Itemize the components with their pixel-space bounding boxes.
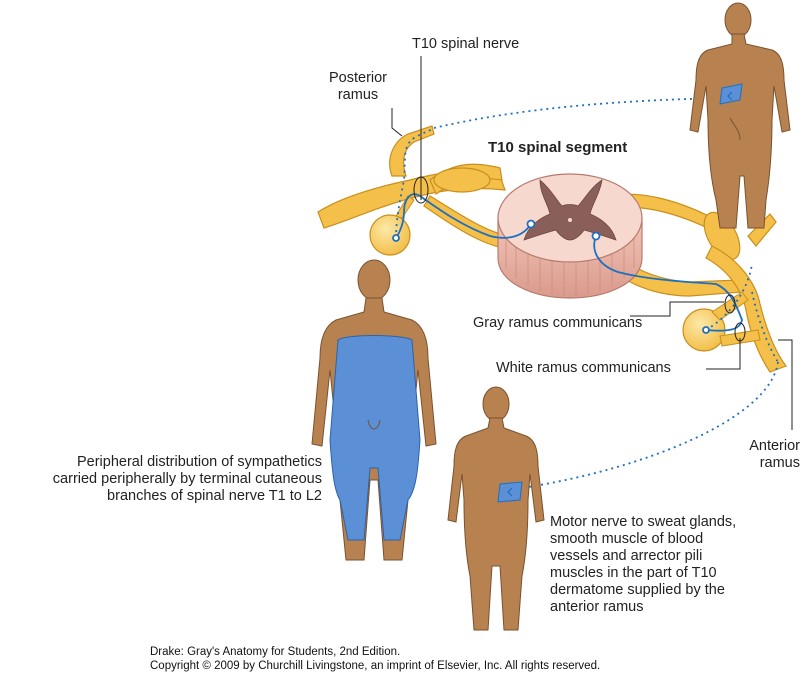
back-patch-fiber — [727, 91, 733, 101]
anterior-ramus-leader — [778, 339, 793, 430]
label-peripheral-line1: Peripheral distribution of sympathetics — [76, 454, 322, 470]
left-preganglionic-fiber — [395, 193, 532, 239]
back-dermatome-patch — [719, 83, 743, 105]
anterior-dermatome-patch — [497, 481, 523, 503]
label-motor-line3: vessels and arrector pili — [550, 548, 703, 564]
label-t10-spinal-segment: T10 spinal segment — [488, 139, 628, 156]
credit-line-2: Copyright © 2009 by Churchill Livingston… — [150, 660, 601, 672]
label-motor-nerve: Motor nerve to sweat glands, smooth musc… — [550, 514, 736, 616]
t10-nerve-ring — [413, 176, 429, 204]
left-sympathetic-ganglion — [369, 214, 411, 256]
label-anterior-ramus-line2: ramus — [759, 455, 800, 471]
label-motor-line2: smooth muscle of blood — [550, 531, 704, 547]
figure-back-view — [689, 2, 791, 229]
right-preganglionic-fiber — [593, 235, 743, 332]
label-peripheral-line3: branches of spinal nerve T1 to L2 — [107, 488, 322, 504]
left-dorsal-root-ganglion — [433, 167, 491, 193]
label-gray-ramus-communicans: Gray ramus communicans — [473, 315, 643, 331]
left-cell-body — [526, 219, 536, 229]
label-peripheral-line2: carried peripherally by terminal cutaneo… — [52, 471, 322, 487]
figure-front-distribution — [311, 259, 437, 561]
posterior-ramus-leader — [391, 108, 403, 137]
spinal-cord-segment — [497, 173, 643, 299]
anterior-dermatome-path — [521, 361, 779, 489]
gray-ramus-ring — [724, 294, 736, 314]
label-motor-line4: muscles in the part of T10 — [550, 565, 717, 581]
anterior-ramus-nerve — [705, 245, 787, 373]
label-motor-line5: dermatome supplied by the — [550, 582, 725, 598]
figure-front-anterior — [447, 386, 545, 631]
central-canal — [568, 218, 572, 222]
left-postganglionic-fiber — [395, 127, 435, 239]
white-ramus-ring — [734, 322, 746, 342]
sympathetic-pathways — [392, 97, 779, 489]
posterior-ramus-nerve — [389, 125, 435, 177]
right-postganglionic-fiber — [705, 263, 779, 363]
anterior-patch-fiber — [507, 487, 513, 497]
leader-lines — [391, 56, 793, 430]
label-white-ramus-communicans: White ramus communicans — [496, 360, 671, 376]
left-ganglion-synapse — [392, 234, 400, 242]
white-ramus-leader — [706, 338, 741, 370]
label-posterior-ramus: Posterior ramus — [318, 70, 398, 104]
label-peripheral-distribution: Peripheral distribution of sympathetics … — [0, 454, 322, 505]
gray-ramus-leader — [630, 301, 724, 317]
label-motor-line6: anterior ramus — [550, 599, 644, 615]
label-posterior-ramus-line1: Posterior — [328, 70, 388, 86]
label-t10-spinal-nerve: T10 spinal nerve — [412, 36, 520, 52]
posterior-dermatome-path — [433, 97, 727, 129]
label-motor-line1: Motor nerve to sweat glands, — [550, 514, 737, 530]
label-posterior-ramus-line2: ramus — [337, 87, 379, 103]
right-cell-body — [591, 231, 601, 241]
label-anterior-ramus-line1: Anterior — [749, 438, 800, 454]
label-anterior-ramus: Anterior ramus — [722, 438, 800, 472]
right-ganglion-synapse — [702, 326, 710, 334]
dermatome-t1-l2-region — [329, 335, 421, 541]
credit-line-1: Drake: Gray's Anatomy for Students, 2nd … — [150, 646, 401, 658]
